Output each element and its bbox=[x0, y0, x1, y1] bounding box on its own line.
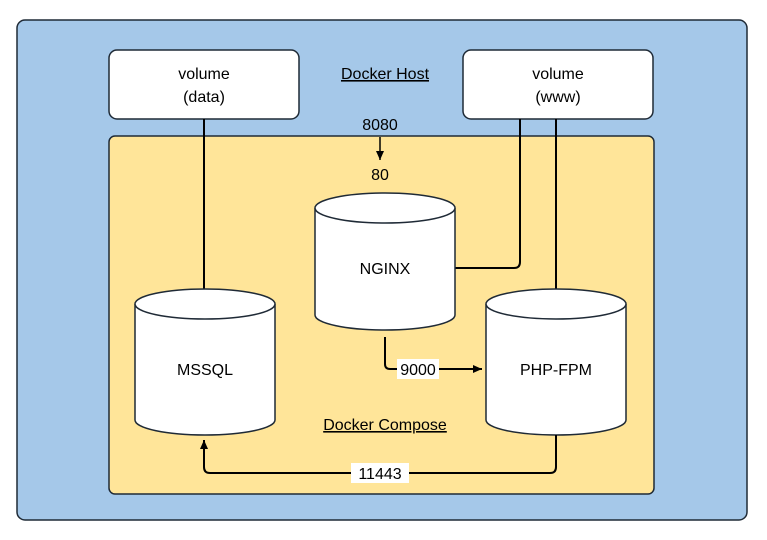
php-port-label: 9000 bbox=[400, 362, 436, 379]
mssql-label: MSSQL bbox=[177, 362, 233, 379]
mssql-port-label: 11443 bbox=[358, 466, 401, 483]
mssql-port-label-bg bbox=[351, 463, 409, 483]
php-fpm-service: PHP-FPM bbox=[485, 288, 627, 436]
volume-data-box bbox=[108, 49, 300, 120]
php-fpm-label: PHP-FPM bbox=[520, 362, 592, 379]
nginx-label: NGINX bbox=[360, 261, 411, 278]
nginx-port-label: 80 bbox=[371, 167, 389, 184]
docker-compose-label: Docker Compose bbox=[323, 417, 447, 434]
volume-www-to-nginx-line bbox=[455, 119, 521, 269]
host-port-label: 8080 bbox=[362, 117, 398, 134]
nginx-service: NGINX bbox=[314, 192, 456, 331]
nginx-to-php-arrow bbox=[384, 337, 482, 373]
volume-www-label-line2: (www) bbox=[535, 89, 580, 106]
docker-host-label: Docker Host bbox=[341, 66, 430, 83]
volume-www-box bbox=[462, 49, 654, 120]
volume-www-label-line1: volume bbox=[532, 66, 584, 83]
php-port-label-bg bbox=[397, 359, 439, 379]
mssql-service: MSSQL bbox=[134, 288, 276, 436]
volume-data-label-line1: volume bbox=[178, 66, 230, 83]
volume-data-label-line2: (data) bbox=[183, 89, 225, 106]
